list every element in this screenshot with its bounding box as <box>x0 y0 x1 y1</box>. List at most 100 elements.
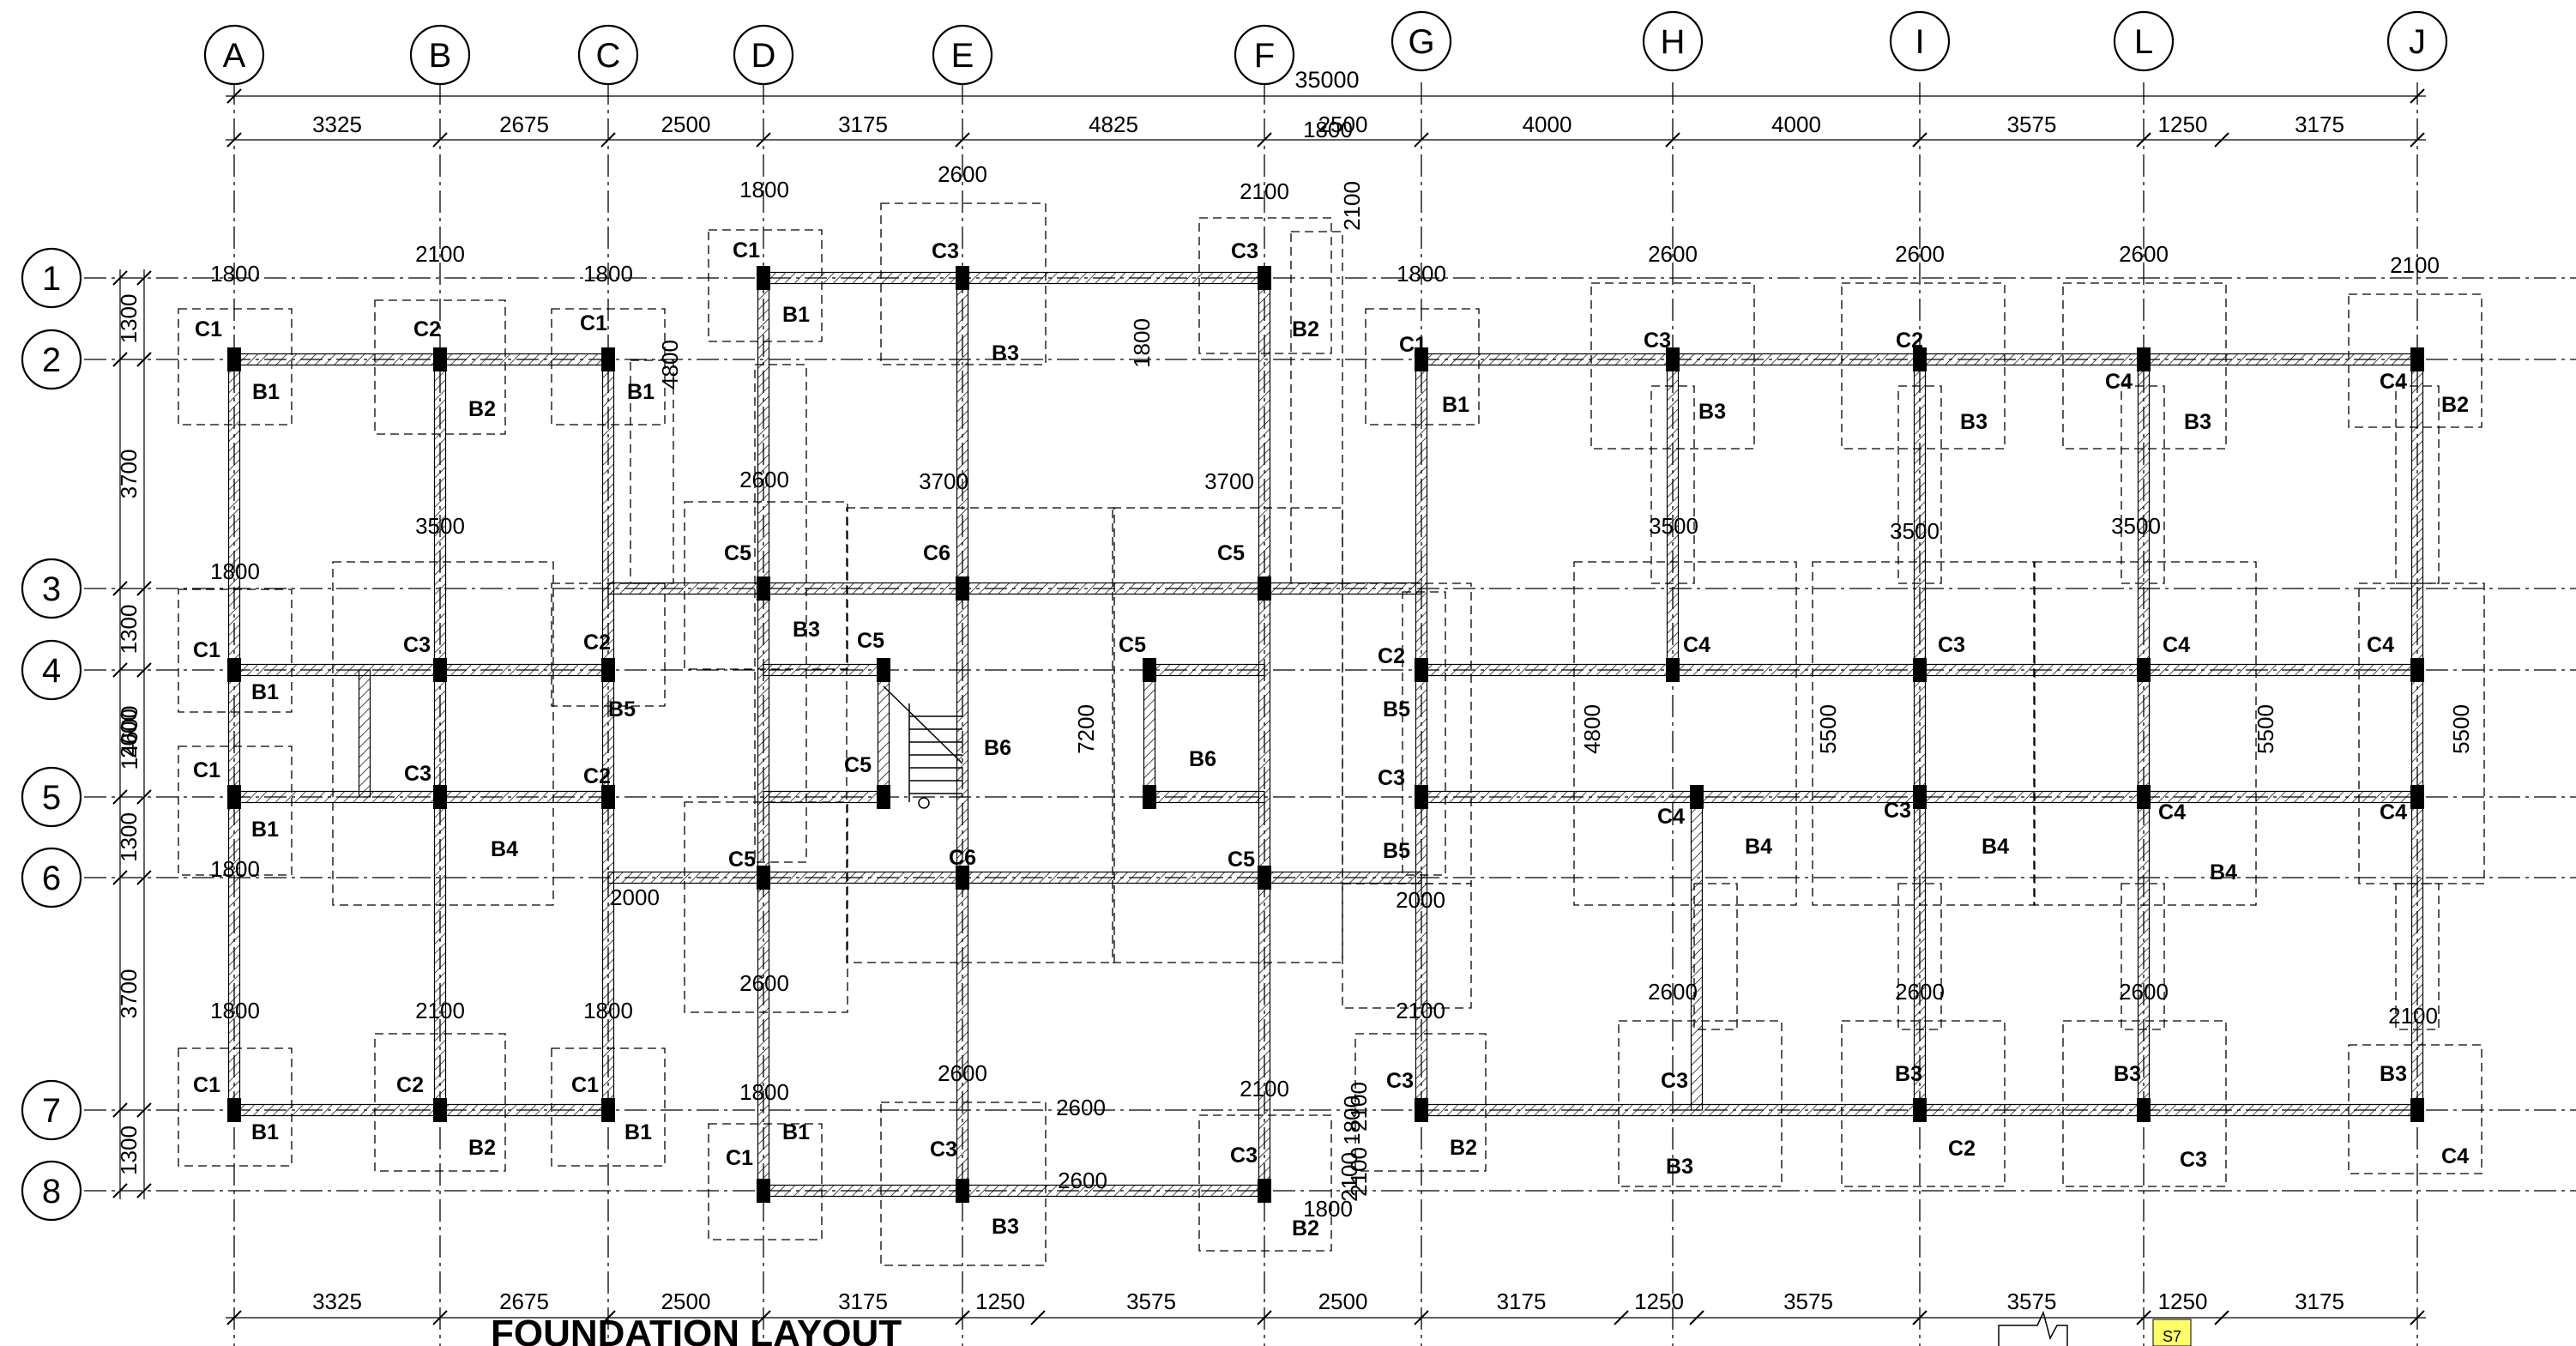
column <box>1415 1098 1428 1122</box>
dim-tick <box>136 352 152 367</box>
footing-dim: 1800 <box>210 261 260 287</box>
footing-dim: 1800 <box>1303 1196 1353 1222</box>
member-label: C2 <box>583 764 611 788</box>
column <box>1143 785 1156 809</box>
dim-text: 1300 <box>116 812 142 862</box>
dim-text: 1300 <box>116 294 142 344</box>
column <box>1415 347 1428 371</box>
footing-dim: 7200 <box>1073 704 1099 754</box>
dim-text: 3325 <box>312 112 362 137</box>
member-label: C1 <box>1399 333 1427 357</box>
footing-pad <box>1342 883 1472 1009</box>
column <box>757 866 770 890</box>
footing-dim: 2600 <box>938 161 987 187</box>
dim-tick <box>1912 132 1927 148</box>
member-label: B1 <box>251 680 279 704</box>
member-label: B5 <box>1383 839 1410 863</box>
member-label: B1 <box>782 1120 810 1144</box>
footing-dim: 2100 <box>415 998 465 1023</box>
footing-dim: 2600 <box>2119 979 2169 1005</box>
dim-tick <box>226 88 242 104</box>
column <box>433 347 447 371</box>
grid-label-5: 5 <box>42 779 61 817</box>
member-label: C1 <box>580 311 607 335</box>
dim-tick <box>756 132 771 148</box>
grid-label-E: E <box>951 37 974 75</box>
member-label: C1 <box>195 317 222 341</box>
column <box>1913 658 1927 682</box>
dim-text: 2500 <box>661 1289 711 1314</box>
dim-text: 3700 <box>116 969 142 1019</box>
member-label: C4 <box>2163 633 2190 657</box>
dim-tick <box>1257 1310 1272 1325</box>
grid-bubble-4 <box>21 639 82 701</box>
footing-dim: 1800 <box>210 558 260 584</box>
grid-label-C: C <box>596 37 621 75</box>
footing-pad <box>178 308 293 426</box>
member-label: C3 <box>1884 799 1911 823</box>
column <box>956 1179 969 1203</box>
drawing-title: FOUNDATION LAYOUT <box>491 1313 902 1346</box>
member-label: B3 <box>1895 1062 1922 1086</box>
grid-bubble-3 <box>21 558 82 619</box>
column <box>877 785 890 809</box>
footing-dim: 2100 <box>1346 1147 1372 1197</box>
member-label: C6 <box>949 846 976 870</box>
member-label: B3 <box>2380 1062 2407 1086</box>
dim-tick <box>1912 1310 1927 1325</box>
member-label: B3 <box>793 618 820 642</box>
footing-dim: 5500 <box>2448 704 2474 754</box>
member-label: C1 <box>193 638 220 662</box>
column <box>227 1098 241 1122</box>
tie-beam <box>763 790 884 804</box>
column <box>2137 1098 2151 1122</box>
dim-text: 2675 <box>499 1289 549 1314</box>
footing-dim: 2100 <box>1240 1076 1289 1102</box>
dim-tick <box>136 662 152 678</box>
member-label: C1 <box>193 1073 220 1097</box>
member-label: C3 <box>932 239 959 263</box>
grid-label-B: B <box>429 37 452 75</box>
tie-beam <box>763 271 1265 285</box>
footing-dim: 3500 <box>415 513 465 539</box>
column <box>601 1098 615 1122</box>
member-label: C4 <box>2380 800 2407 824</box>
grid-bubble-1 <box>21 247 82 309</box>
column <box>1143 658 1156 682</box>
tie-beam <box>757 277 770 1192</box>
footing-pad <box>374 1033 506 1172</box>
dim-tick <box>112 1102 128 1118</box>
column <box>1258 266 1271 290</box>
column <box>2410 347 2424 371</box>
member-label: B4 <box>1982 835 2009 859</box>
dim-text: 3700 <box>116 450 142 499</box>
tie-beam <box>607 582 1422 595</box>
tie-beam <box>233 1103 609 1117</box>
member-label: C6 <box>923 541 950 565</box>
dim-tick <box>2410 1310 2425 1325</box>
column <box>877 658 890 682</box>
footing-dim: 2000 <box>1396 887 1445 913</box>
grid-bubble-J <box>2386 10 2448 72</box>
member-label: C4 <box>1683 633 1710 657</box>
column <box>2410 658 2424 682</box>
dim-tick <box>1414 1310 1429 1325</box>
dim-tick <box>955 132 970 148</box>
footing-dim: 1800 <box>583 998 633 1023</box>
footing-dim: 2600 <box>1895 241 1945 267</box>
member-label: C2 <box>396 1073 424 1097</box>
member-label: C3 <box>2180 1148 2207 1172</box>
member-label: B4 <box>1745 835 1772 859</box>
footing-dim: 2600 <box>739 467 789 492</box>
member-label: C2 <box>1948 1137 1976 1161</box>
grid-bubble-H <box>1642 10 1704 72</box>
grid-bubble-8 <box>21 1160 82 1222</box>
tie-beam <box>2410 359 2424 1111</box>
member-label: B2 <box>468 1136 496 1160</box>
member-label: B2 <box>1292 1216 1319 1240</box>
dim-text: 2500 <box>1318 1289 1368 1314</box>
member-label: B3 <box>2114 1062 2141 1086</box>
member-label: C2 <box>583 631 611 655</box>
